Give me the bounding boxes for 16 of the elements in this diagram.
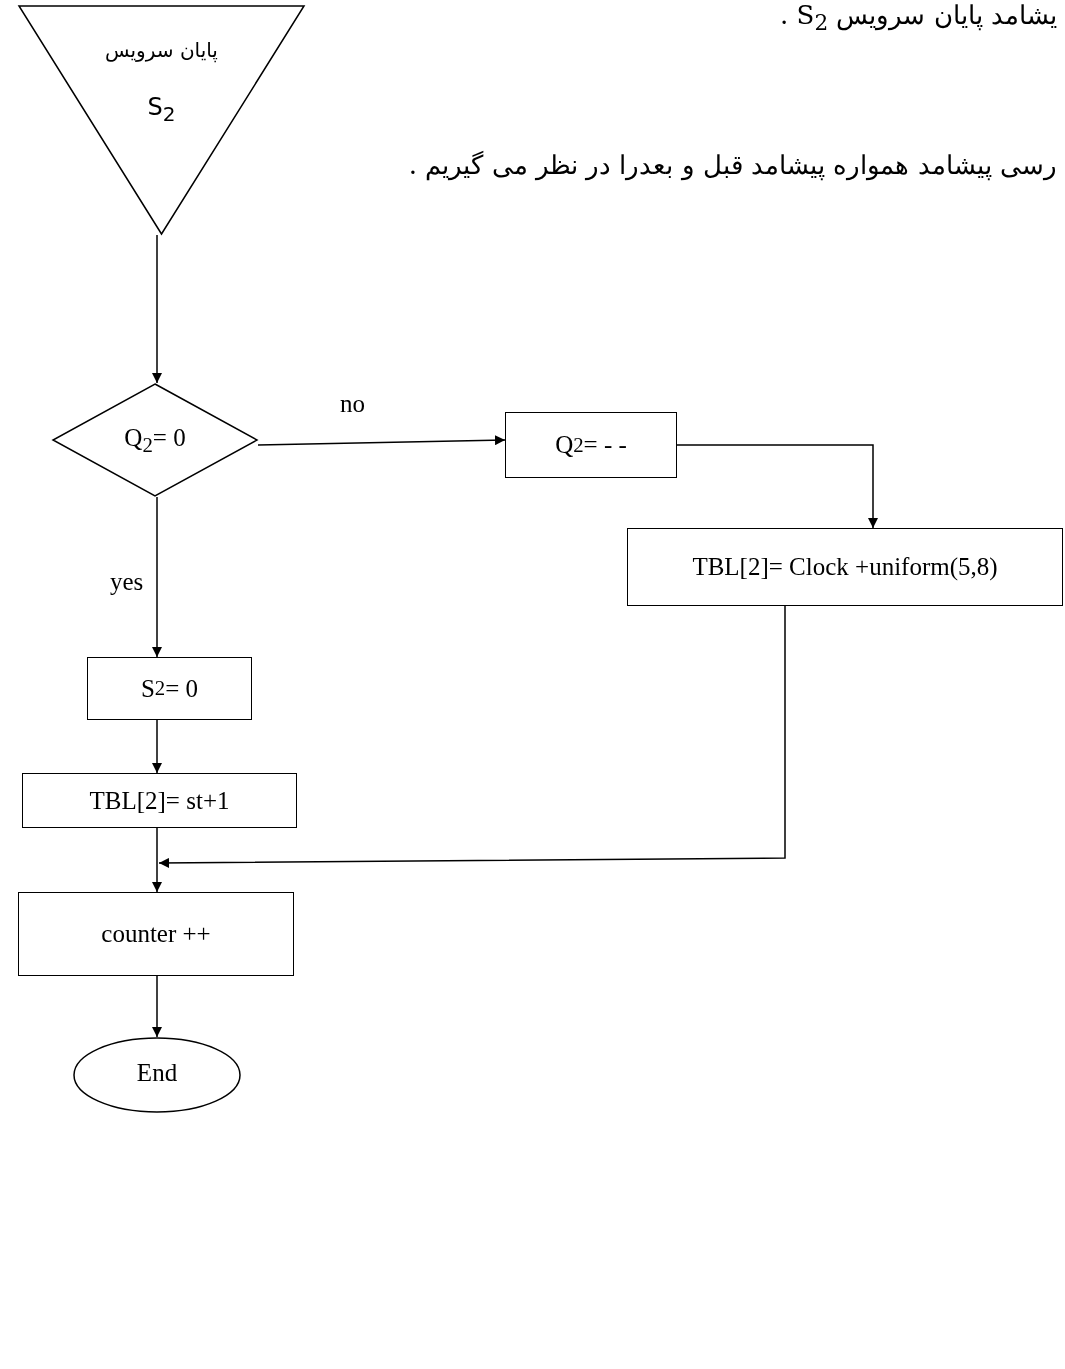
decision-label: Q$_{2}$= 0 — [124, 424, 186, 458]
arrow — [676, 444, 878, 529]
arrow — [152, 496, 162, 658]
arrow — [152, 827, 162, 893]
node-label: S$_{2}$ — [147, 93, 176, 126]
arrow — [152, 234, 162, 384]
node-label: پایان سرویس — [105, 38, 218, 62]
note-text: رسی پیشامد همواره پیشامد قبل و بعدرا در نظر می گیریم . — [408, 150, 1057, 180]
arrow — [158, 605, 786, 868]
process-box: counter ++ — [18, 892, 294, 976]
arrow — [152, 975, 162, 1038]
arrow — [152, 719, 162, 774]
terminal-label: End — [136, 1059, 178, 1087]
process-box: TBL[2]= st+1 — [22, 773, 297, 828]
process-box: TBL[2]= Clock +uniform(5,8) — [627, 528, 1063, 606]
arrow — [257, 435, 506, 446]
